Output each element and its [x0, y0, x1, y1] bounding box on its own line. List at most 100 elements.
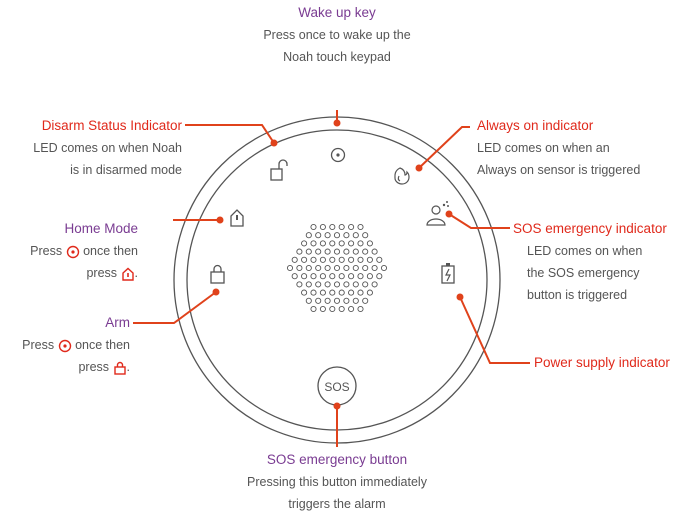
grille-hole: [329, 273, 336, 280]
grille-hole: [319, 305, 326, 313]
grille-hole: [380, 264, 388, 272]
grille-hole: [348, 223, 355, 231]
grille-hole: [338, 289, 345, 296]
grille-hole: [338, 305, 345, 313]
grille-hole: [343, 297, 350, 304]
leader-always-on: [418, 126, 470, 169]
grille-hole: [291, 273, 298, 280]
grille-hole: [362, 248, 369, 255]
grille-hole: [343, 264, 350, 272]
always-on-desc-1: LED comes on when an: [477, 141, 610, 155]
wake-up-key-icon: [330, 147, 346, 163]
sos-button-desc-1: Pressing this button immediately: [247, 475, 427, 489]
lock-icon: [113, 361, 126, 375]
disarm-label-block: Disarm Status Indicator LED comes on whe…: [2, 115, 182, 181]
grille-hole: [333, 281, 341, 288]
grille-hole: [343, 248, 350, 255]
sos-indicator-desc-1: LED comes on when: [527, 244, 643, 258]
flame-icon: [394, 167, 410, 185]
disarm-desc-2: is in disarmed mode: [70, 163, 182, 177]
grille-hole: [352, 281, 359, 288]
sos-button-label: SOS: [324, 380, 350, 394]
grille-hole: [352, 297, 359, 304]
speaker-grille: [286, 223, 388, 313]
wake-up-desc-1: Press once to wake up the: [263, 28, 411, 42]
grille-hole: [315, 264, 322, 272]
leader-power: [459, 296, 530, 364]
grille-hole: [286, 264, 294, 272]
grille-hole: [357, 273, 364, 280]
grille-hole: [371, 281, 378, 288]
grille-hole: [310, 289, 317, 296]
grille-hole: [333, 232, 341, 239]
wake-up-desc-2: Noah touch keypad: [283, 50, 391, 64]
grille-hole: [366, 240, 373, 247]
leader-sos-indicator: [448, 213, 510, 229]
arm-label-block: Arm Press once then press .: [2, 312, 130, 378]
grille-hole: [362, 281, 369, 288]
grille-hole: [329, 289, 336, 296]
grille-hole: [348, 256, 355, 263]
grille-hole: [357, 289, 364, 296]
grille-hole: [348, 305, 355, 313]
grille-hole: [329, 256, 336, 263]
grille-hole: [324, 281, 331, 288]
grille-hole: [348, 273, 355, 280]
grille-hole: [362, 297, 369, 304]
grille-hole: [329, 223, 336, 231]
grille-hole: [348, 240, 355, 247]
sos-indicator-desc-3: button is triggered: [527, 288, 628, 302]
grille-hole: [357, 305, 364, 313]
grille-hole: [333, 248, 341, 255]
grille-hole: [362, 232, 369, 239]
grille-hole: [371, 264, 378, 272]
grille-hole: [366, 273, 373, 280]
disarm-desc-1: LED comes on when Noah: [33, 141, 182, 155]
grille-hole: [329, 305, 336, 313]
disarm-title: Disarm Status Indicator: [41, 118, 182, 133]
grille-hole: [343, 281, 350, 288]
grille-hole: [310, 240, 317, 247]
home-mode-label-block: Home Mode Press once then press .: [2, 218, 138, 284]
grille-hole: [319, 273, 326, 280]
grille-hole: [376, 256, 383, 263]
always-on-title: Always on indicator: [477, 118, 594, 133]
grille-hole: [376, 273, 383, 280]
grille-hole: [310, 273, 317, 280]
home-icon: [230, 209, 244, 227]
battery-icon: [441, 263, 455, 284]
grille-hole: [305, 248, 312, 255]
arm-desc-once: once then: [75, 338, 130, 352]
arm-title: Arm: [105, 315, 130, 330]
grille-hole: [338, 256, 345, 263]
grille-hole: [329, 240, 336, 247]
grille-hole: [338, 223, 345, 231]
home-mode-desc-once: once then: [83, 244, 138, 258]
sos-indicator-label-block: SOS emergency indicator LED comes on whe…: [513, 218, 695, 306]
grille-hole: [315, 232, 322, 239]
grille-hole: [366, 289, 373, 296]
grille-hole: [301, 273, 308, 280]
grille-hole: [324, 264, 331, 272]
grille-hole: [319, 240, 326, 247]
always-on-desc-2: Always on sensor is triggered: [477, 163, 641, 177]
sos-button-title: SOS emergency button: [266, 452, 408, 467]
sos-indicator-title: SOS emergency indicator: [513, 221, 667, 236]
always-on-label-block: Always on indicator LED comes on when an…: [477, 115, 692, 181]
arm-desc-press: Press: [22, 338, 55, 352]
home-mode-desc-period: .: [134, 266, 138, 280]
arm-desc-press2: press: [78, 360, 110, 374]
sos-button-label-block: SOS emergency button Pressing this butto…: [187, 449, 487, 515]
grille-hole: [305, 232, 312, 239]
grille-hole: [324, 248, 331, 255]
grille-hole: [319, 223, 326, 231]
grille-hole: [338, 240, 345, 247]
grille-hole: [333, 264, 341, 272]
arm-desc-period: .: [126, 360, 130, 374]
home-mode-desc-press: Press: [30, 244, 63, 258]
wake-up-title: Wake up key: [298, 5, 376, 20]
grille-hole: [305, 281, 312, 288]
leader-lines: [133, 110, 530, 447]
grille-hole: [291, 256, 298, 263]
